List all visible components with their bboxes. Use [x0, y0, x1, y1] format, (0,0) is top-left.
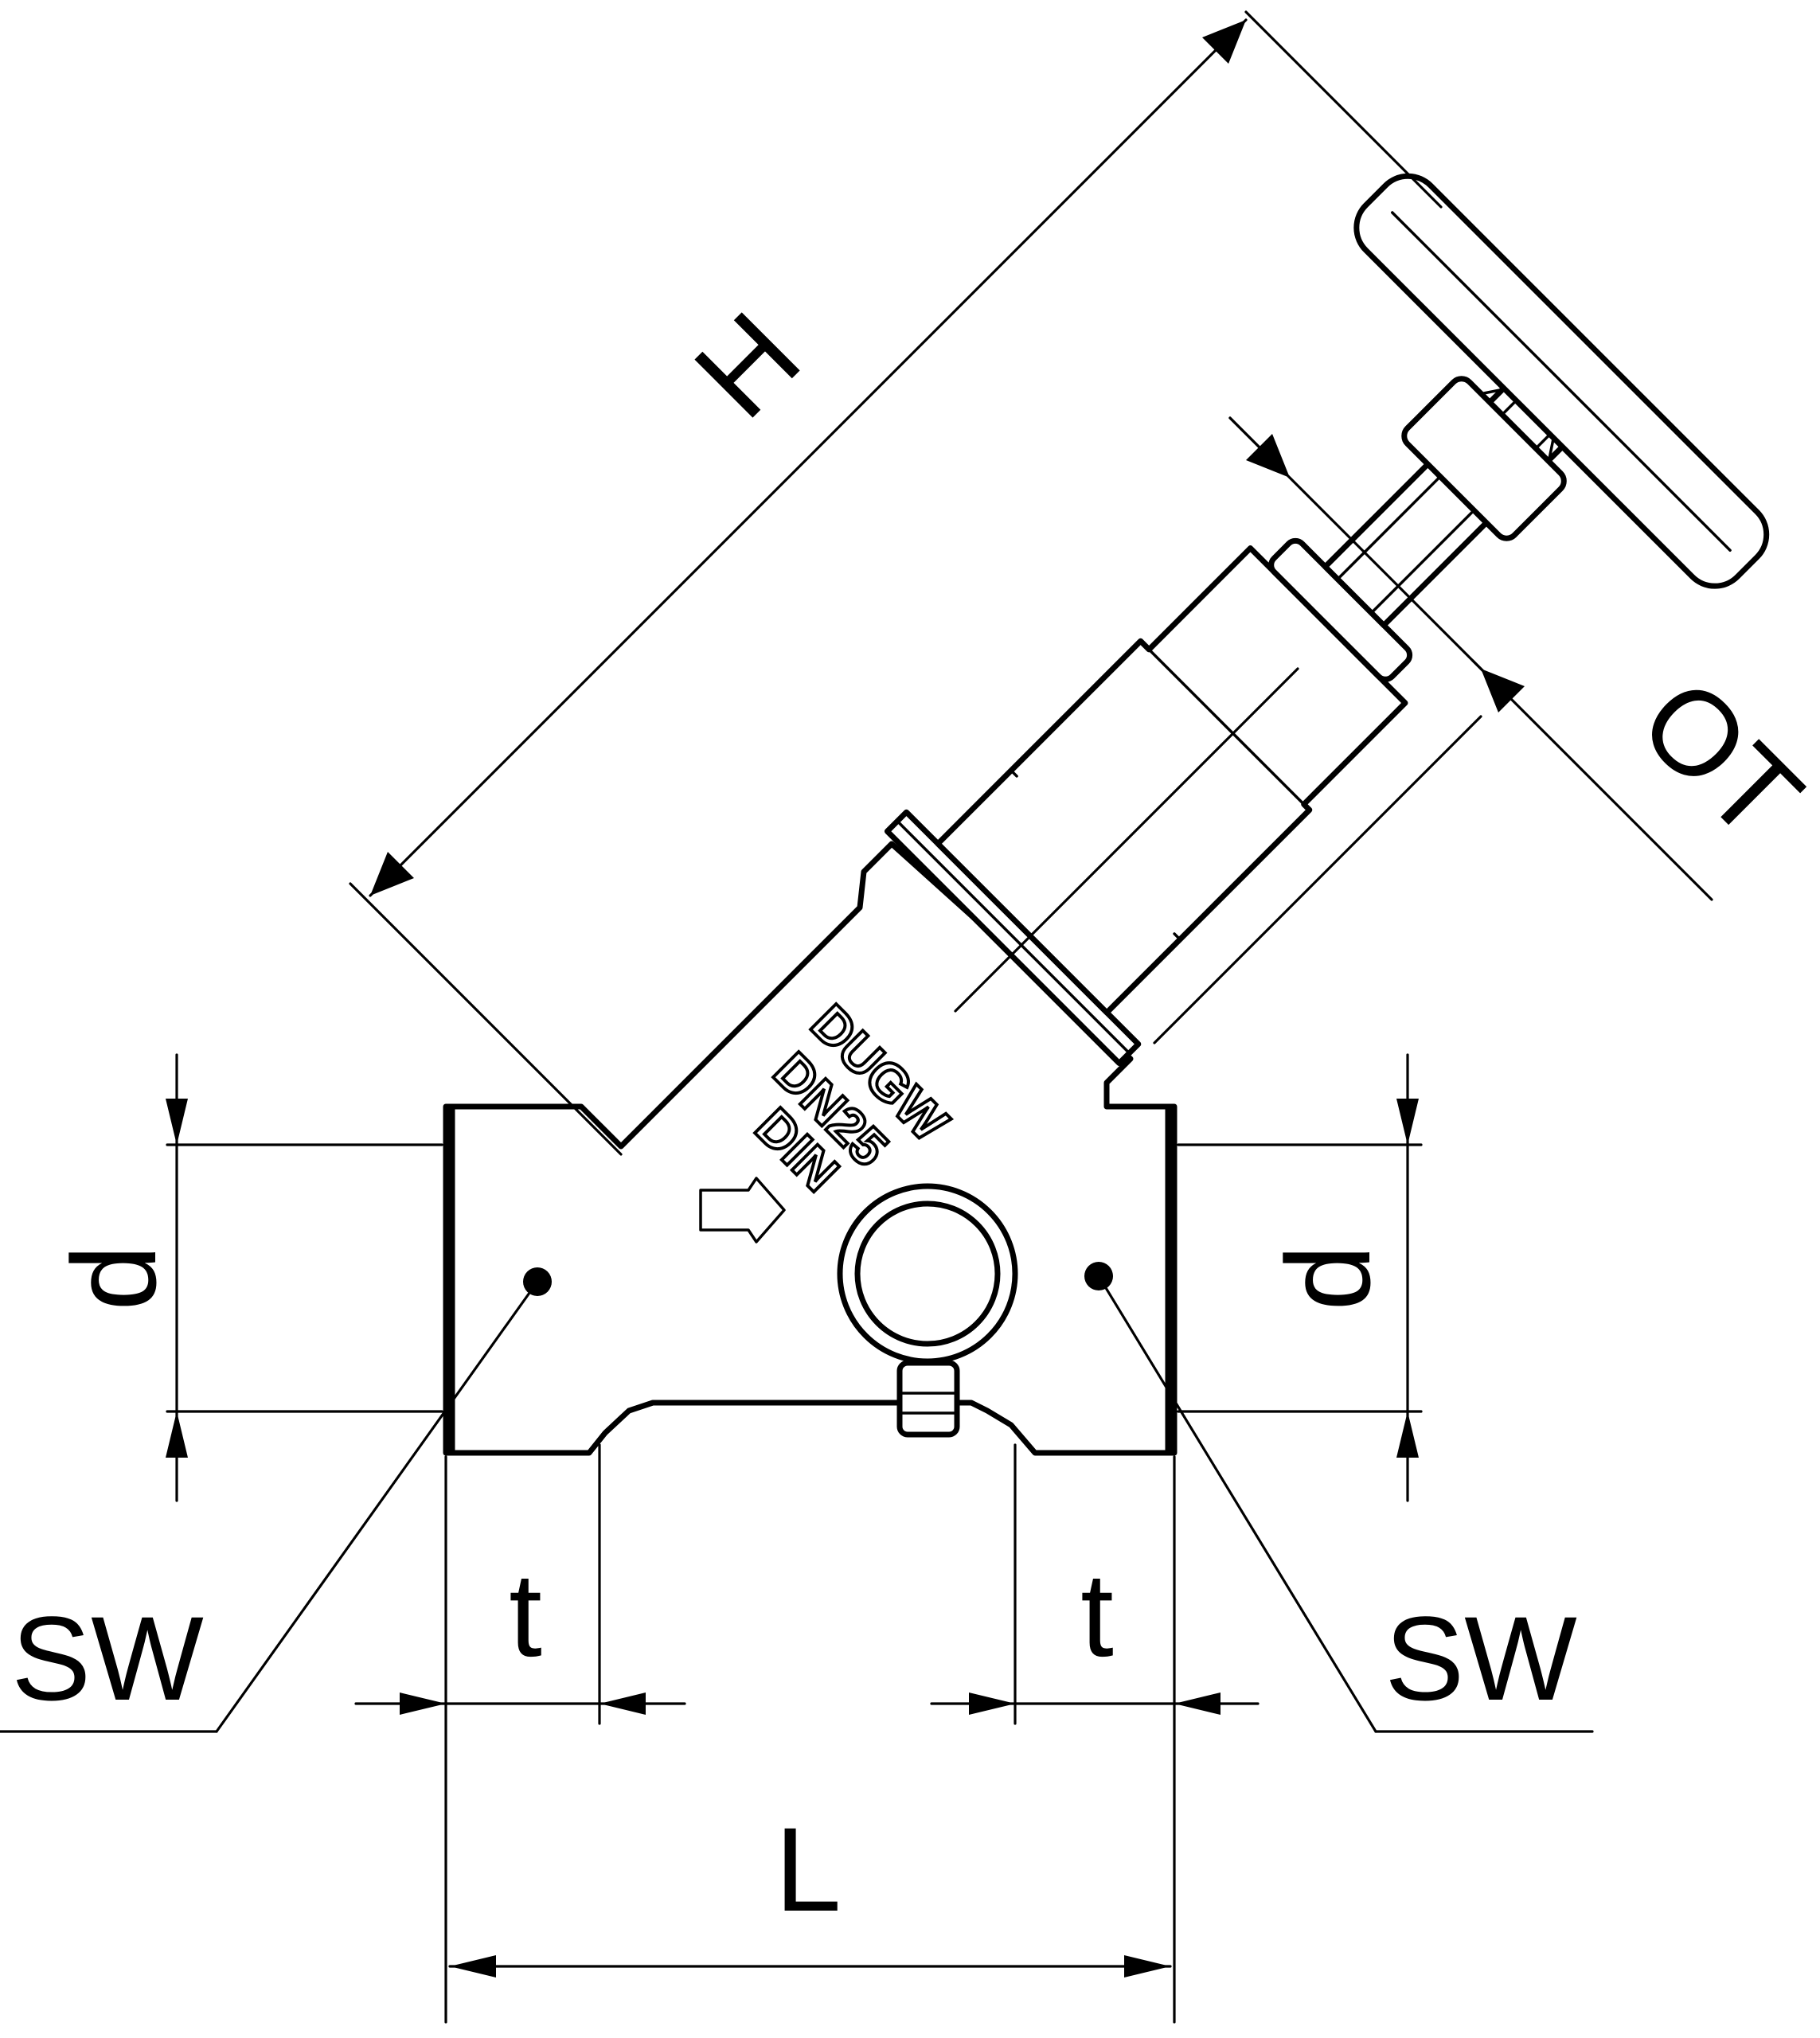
dimension-l: L [448, 1802, 1172, 1977]
dimension-t: t t [354, 1443, 1260, 2024]
label-h: H [670, 287, 825, 443]
leader-sw: SW SW [0, 1275, 1594, 1733]
test-port [837, 1183, 1018, 1438]
label-l: L [775, 1802, 841, 1936]
label-sw-right: SW [1385, 1591, 1577, 1725]
handwheel [1353, 173, 1770, 589]
label-d-right: d [1261, 1244, 1395, 1310]
label-t-right: t [1080, 1548, 1114, 1681]
dimension-d-left: d [47, 1053, 443, 1502]
dimension-d-right: d [1177, 1053, 1423, 1502]
label-d-left: d [47, 1244, 181, 1310]
label-t-left: t [509, 1548, 542, 1681]
label-sw-left: SW [11, 1591, 204, 1725]
flow-arrow-icon [699, 1177, 786, 1243]
